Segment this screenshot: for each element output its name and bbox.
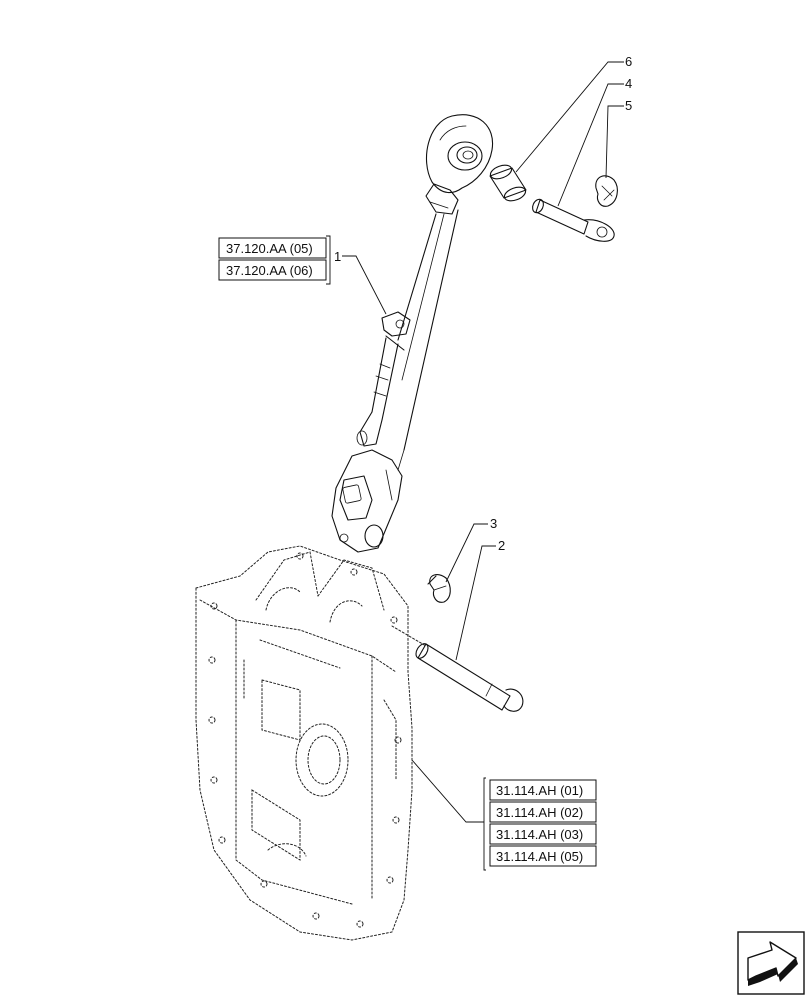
callout-3: 3 (490, 516, 497, 531)
reference-link-37-120-aa-05[interactable]: 37.120.AA (05) (226, 241, 313, 256)
top-link-assembly (331, 114, 494, 553)
reference-link-31-114-ah-02[interactable]: 31.114.AH (02) (496, 805, 583, 820)
reference-box[interactable] (218, 259, 327, 281)
callout-5: 5 (625, 98, 632, 113)
reference-box[interactable] (489, 779, 597, 801)
reference-link-31-114-ah-05[interactable]: 31.114.AH (05) (496, 849, 583, 864)
callout-6: 6 (625, 54, 632, 69)
leader-lines (342, 61, 624, 823)
reference-box[interactable] (218, 237, 327, 259)
reference-group-upper: 37.120.AA (05) 37.120.AA (06) (218, 235, 331, 285)
next-page-arrow-icon[interactable] (737, 931, 805, 995)
reference-link-37-120-aa-06[interactable]: 37.120.AA (06) (226, 263, 313, 278)
reference-box[interactable] (489, 845, 597, 867)
callout-1: 1 (334, 249, 341, 264)
reference-box[interactable] (489, 801, 597, 823)
rear-axle-housing (195, 545, 413, 941)
reference-box[interactable] (489, 823, 597, 845)
reference-group-lower: 31.114.AH (01) 31.114.AH (02) 31.114.AH … (483, 777, 597, 871)
callout-2: 2 (498, 538, 505, 553)
lower-pin-parts (391, 574, 524, 712)
reference-link-31-114-ah-03[interactable]: 31.114.AH (03) (496, 827, 583, 842)
upper-pin-parts (489, 164, 618, 242)
callout-4: 4 (625, 76, 632, 91)
callouts: 6 4 5 1 3 2 (334, 54, 632, 553)
reference-link-31-114-ah-01[interactable]: 31.114.AH (01) (496, 783, 583, 798)
